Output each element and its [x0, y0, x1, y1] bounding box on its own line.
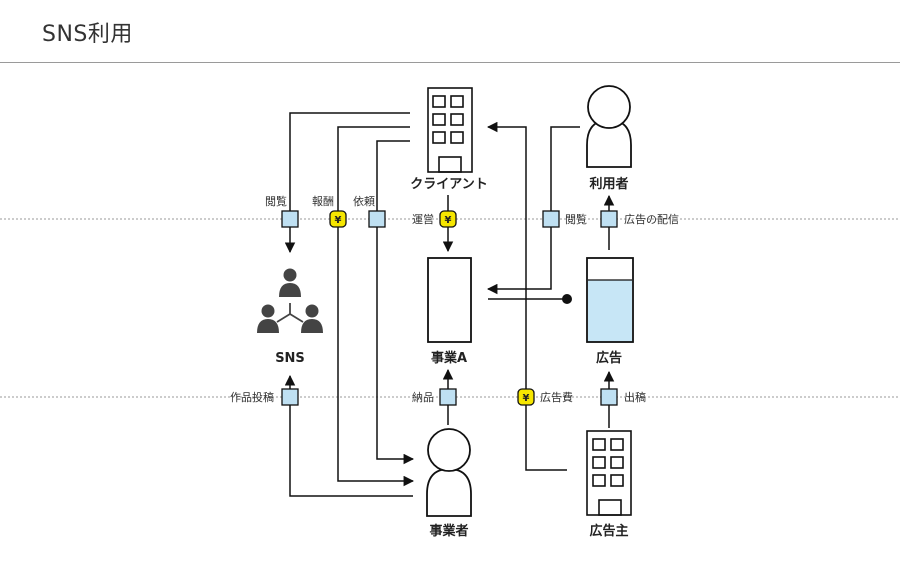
- connector-dot: [562, 294, 572, 304]
- flow-label-ad-delivery: 広告の配信: [624, 213, 679, 226]
- line-client-to-operator-request: [376, 140, 415, 465]
- flow-label-browse-sns: 閲覧: [265, 194, 287, 208]
- flow-label-post-work: 作品投稿: [230, 390, 274, 404]
- line-client-to-sns: [284, 112, 410, 254]
- flow-label-ad-fee: 広告費: [540, 390, 573, 404]
- yen-marker: [329, 210, 347, 228]
- flow-marker: [439, 388, 457, 406]
- flow-marker: [368, 210, 386, 228]
- group-icon: [257, 268, 323, 333]
- flow-label-placement: 出稿: [624, 390, 646, 404]
- title-divider: [0, 62, 900, 63]
- node-label-business-a: 事業A: [431, 350, 467, 366]
- page-title: SNS利用: [42, 22, 133, 47]
- yen-icon: ¥: [523, 393, 530, 404]
- line-client-to-operator-reward: [337, 126, 415, 487]
- node-label-user: 利用者: [589, 176, 628, 192]
- line-operator-to-sns: [284, 374, 413, 497]
- flow-label-browse-user: 閲覧: [565, 212, 587, 226]
- yen-icon: ¥: [445, 215, 452, 226]
- flow-marker: [542, 210, 560, 228]
- line-user-to-business-a: [486, 126, 580, 295]
- person-icon: [586, 85, 632, 168]
- node-label-ad: 広告: [596, 350, 622, 366]
- node-label-client: クライアント: [410, 177, 487, 192]
- flow-label-delivery: 納品: [412, 391, 434, 404]
- flow-marker: [281, 210, 299, 228]
- flow-marker: [600, 210, 618, 228]
- node-label-advertiser: 広告主: [589, 523, 628, 539]
- flow-marker: [281, 388, 299, 406]
- node-label-operator: 事業者: [429, 523, 468, 539]
- building-icon: [586, 430, 632, 516]
- yen-marker: [517, 388, 535, 406]
- person-icon: [426, 428, 472, 517]
- flow-label-request: 依頼: [353, 195, 375, 208]
- ad-container-icon: [586, 257, 634, 343]
- yen-icon: ¥: [335, 215, 342, 226]
- node-label-sns: SNS: [275, 351, 305, 366]
- flow-label-operation: 運営: [412, 212, 434, 226]
- flow-marker: [600, 388, 618, 406]
- building-icon: [427, 87, 473, 173]
- line-advertiser-to-client: [486, 121, 567, 471]
- flow-label-reward: 報酬: [312, 195, 334, 208]
- yen-marker: [439, 210, 457, 228]
- business-box-icon: [427, 257, 472, 343]
